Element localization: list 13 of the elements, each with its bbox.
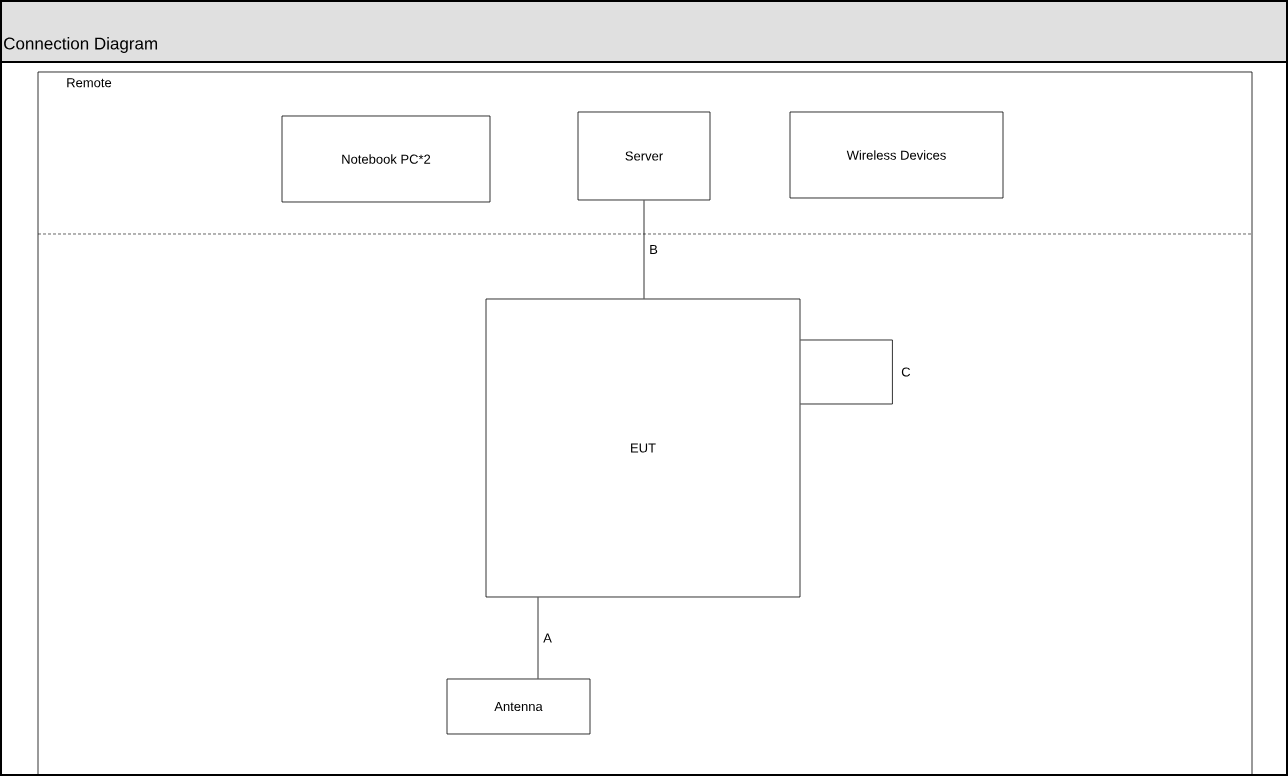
table-header: Connection Diagram <box>4 37 157 53</box>
device-box: EUT <box>485 298 801 598</box>
cable-label: C <box>901 367 911 377</box>
zone-label: Remote <box>67 78 112 88</box>
device-box: Wireless Devices <box>789 111 1004 199</box>
device-box: Server <box>577 111 711 201</box>
cable-label: B <box>650 245 658 254</box>
cable-line <box>643 200 645 299</box>
cable-line <box>537 597 539 679</box>
cable-line <box>800 339 893 405</box>
cable-label: A <box>543 633 552 643</box>
device-box: Notebook PC*2 <box>281 115 491 203</box>
device-box: Antenna <box>446 678 591 735</box>
